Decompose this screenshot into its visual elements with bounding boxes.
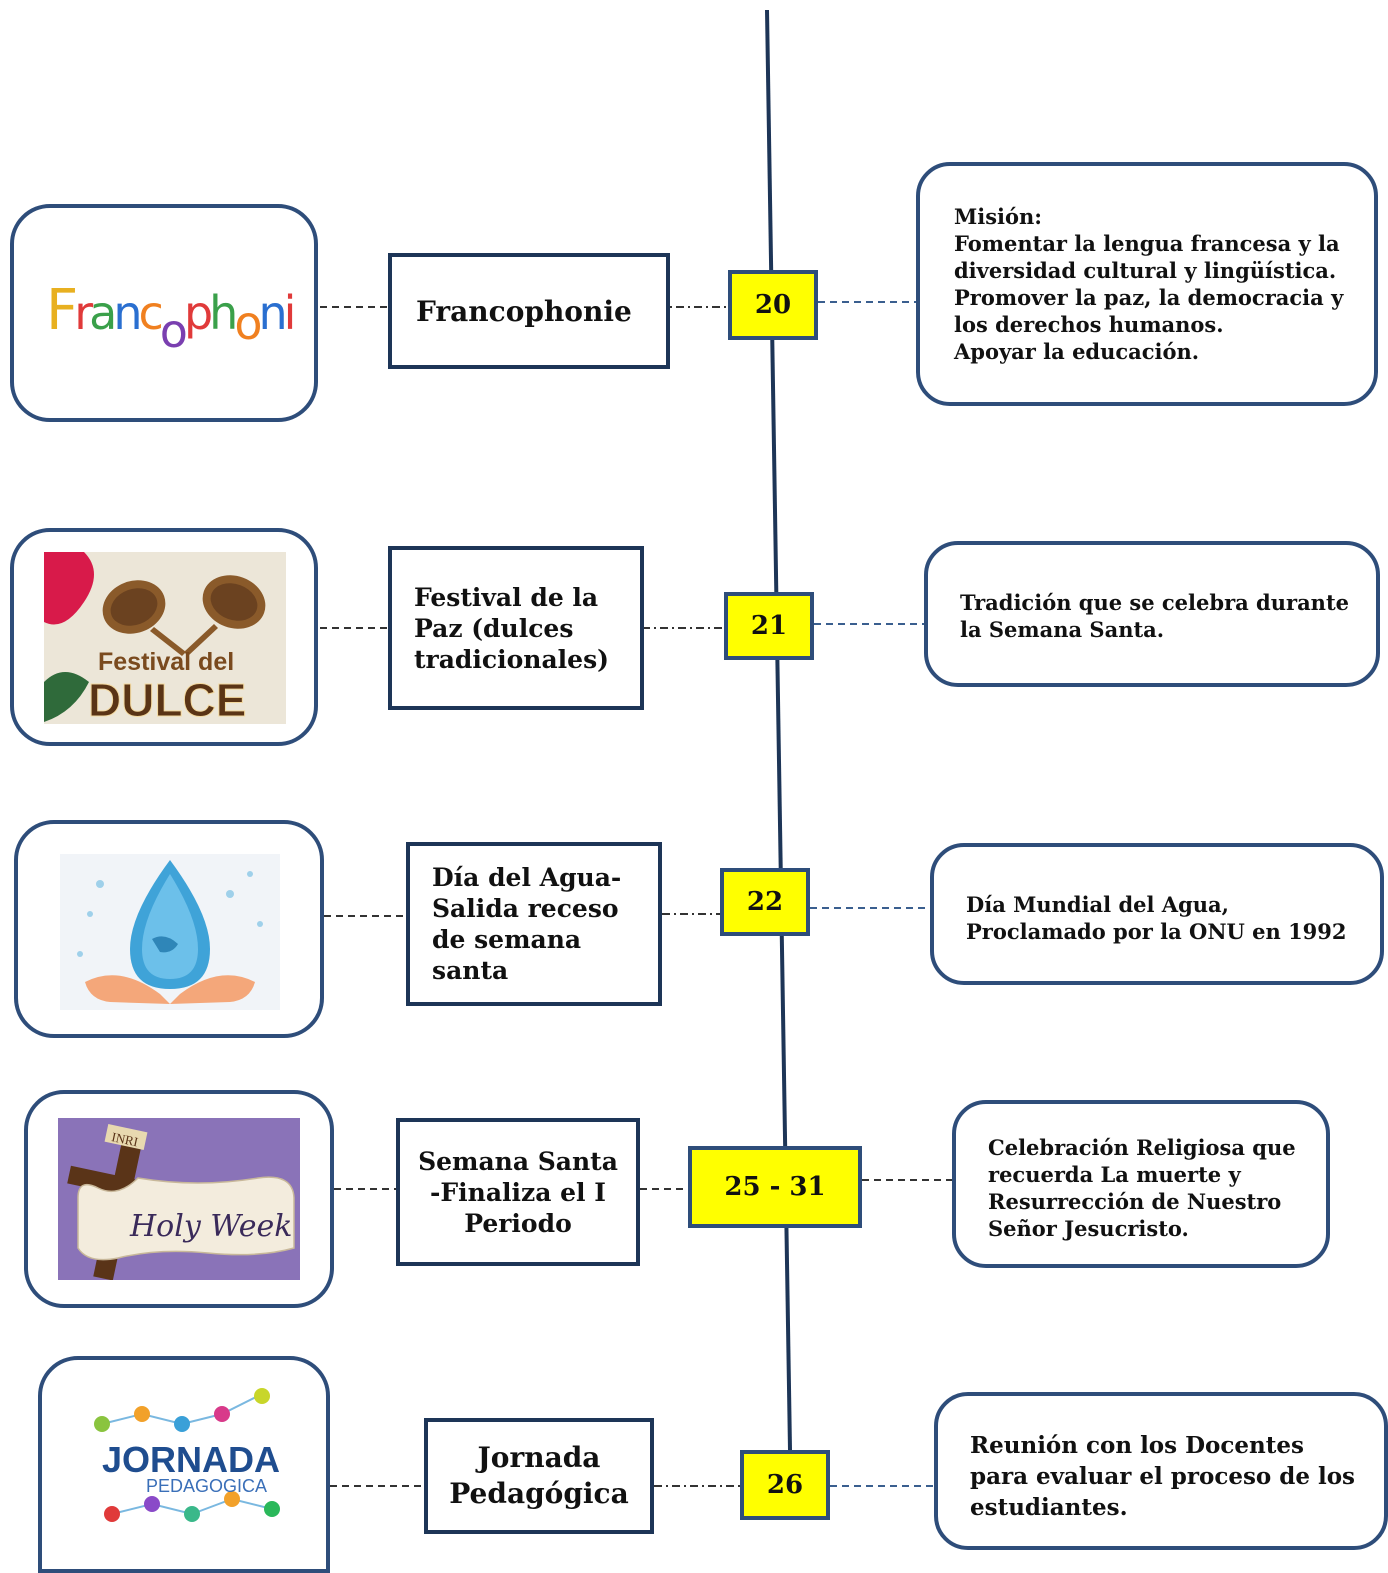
festival-label-top: Festival del [98, 648, 234, 676]
timeline-spine [765, 9, 792, 1451]
image-card-jornada: JORNADA PEDAGOGICA [38, 1356, 330, 1573]
description-text: Misión: Fomentar la lengua francesa y la… [954, 204, 1344, 364]
event-box-agua: Día del Agua- Salida receso de semana sa… [406, 842, 662, 1006]
date-badge-22: 22 [720, 868, 810, 936]
date-badge-25-31: 25 - 31 [688, 1146, 862, 1228]
description-card-jornada: Reunión con los Docentes para evaluar el… [934, 1392, 1388, 1550]
jornada-label-bottom: PEDAGOGICA [146, 1476, 267, 1496]
network-icons-logo: JORNADA PEDAGOGICA [94, 1388, 280, 1522]
description-text: Reunión con los Docentes para evaluar el… [970, 1432, 1356, 1521]
date-label: 26 [766, 1470, 804, 1500]
description-text: Celebración Religiosa que recuerda La mu… [988, 1135, 1296, 1241]
image-card-festival: Festival del DULCE [10, 528, 318, 746]
date-badge-20: 20 [728, 270, 818, 340]
event-box-festival: Festival de la Paz (dulces tradicionales… [388, 546, 644, 710]
event-box-semana-santa: Semana Santa -Finaliza el I Periodo [396, 1118, 640, 1266]
holy-week-image: INRI Holy Week [58, 1118, 300, 1280]
holy-week-label: Holy Week [129, 1209, 292, 1244]
date-label: 25 - 31 [724, 1172, 826, 1202]
event-box-jornada: Jornada Pedagógica [424, 1418, 654, 1534]
date-label: 20 [754, 290, 792, 320]
date-badge-26: 26 [740, 1450, 830, 1520]
cross-banner-icon: INRI Holy Week [67, 1124, 295, 1280]
festival-dulce-image: Festival del DULCE [44, 552, 286, 724]
wooden-spoons-icon: Festival del DULCE [44, 552, 266, 724]
description-card-semana-santa: Celebración Religiosa que recuerda La mu… [952, 1100, 1330, 1268]
event-title: Día del Agua- Salida receso de semana sa… [432, 863, 622, 985]
date-label: 21 [750, 611, 788, 641]
event-title: Festival de la Paz (dulces tradicionales… [414, 582, 609, 674]
image-card-francophonie: Francophonie [10, 204, 318, 422]
description-text: Tradición que se celebra durante la Sema… [960, 590, 1350, 642]
event-box-francophonie: Francophonie [388, 253, 670, 369]
description-card-festival: Tradición que se celebra durante la Sema… [924, 541, 1380, 687]
date-label: 22 [746, 887, 784, 917]
water-drop-hands-icon [77, 860, 263, 1004]
description-text: Día Mundial del Agua, Proclamado por la … [966, 892, 1347, 944]
water-drop-image [60, 854, 280, 1010]
event-title: Francophonie [416, 294, 632, 328]
event-title: Jornada Pedagógica [449, 1441, 629, 1510]
francophonie-logo: Francophonie [46, 278, 296, 358]
description-card-francophonie: Misión: Fomentar la lengua francesa y la… [916, 162, 1378, 406]
event-title: Semana Santa -Finaliza el I Periodo [418, 1146, 618, 1238]
date-badge-21: 21 [724, 592, 814, 660]
jornada-logo: JORNADA PEDAGOGICA [82, 1384, 292, 1544]
description-card-agua: Día Mundial del Agua, Proclamado por la … [930, 843, 1384, 985]
festival-label-bottom: DULCE [88, 674, 246, 724]
jornada-label-top: JORNADA [102, 1439, 280, 1480]
image-card-semana-santa: INRI Holy Week [24, 1090, 334, 1308]
inri-sign: INRI [110, 1129, 139, 1149]
image-card-agua [14, 820, 324, 1038]
